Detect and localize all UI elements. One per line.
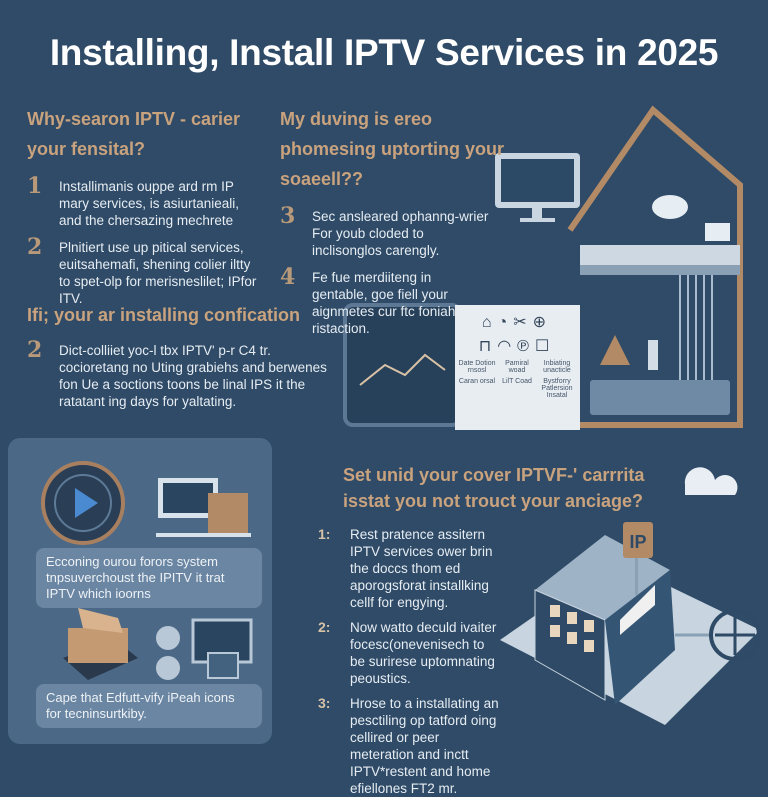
cloud-icon xyxy=(156,626,180,650)
satellite-wheel-icon xyxy=(709,609,761,661)
antenna-pole xyxy=(635,555,638,595)
microwave-icon xyxy=(705,223,730,241)
router-icon xyxy=(590,380,730,415)
section-heading: Ifi; your ar installing confication xyxy=(27,305,301,325)
info-card: Ecconing ourou forors system tnpsuvercho… xyxy=(8,438,272,744)
icon-label: Bystforry Patlersion Insatal xyxy=(541,378,573,399)
cables xyxy=(679,275,713,385)
icon-label: Inbiating unacticle xyxy=(543,360,571,374)
list-item: 3: Hrose to a installating an pesctiling … xyxy=(318,695,503,797)
ip-sign-text: IP xyxy=(629,532,646,552)
step-number: 2 xyxy=(27,337,43,363)
setup-steps: 1: Rest pratence assitern IPTV services o… xyxy=(318,526,503,797)
step-number: 1 xyxy=(27,173,43,199)
home-setup-illustration xyxy=(343,105,743,430)
section-heading: My duving is ereo phomesing uptorting yo… xyxy=(280,109,504,189)
icon-label: Pamiral woad xyxy=(505,360,529,374)
section-setup: Set unid your cover IPTVF-' carrrita iss… xyxy=(343,462,673,514)
ip-sign xyxy=(623,522,653,558)
device-icons: ⊓◠℗☐ xyxy=(478,338,556,355)
list-item: 1 Installimanis ouppe ard rm IP mary serv… xyxy=(27,173,257,229)
section-driving: My duving is ereo phomesing uptorting yo… xyxy=(280,104,530,337)
step-text: Dict-colliiet yoc-l tbx IPTV' p-r C4 tr.… xyxy=(59,343,327,409)
caption-box: Ecconing ourou forors system tnpsuvercho… xyxy=(36,548,262,608)
line-chart-icon xyxy=(359,353,446,386)
step-text: Hrose to a installating an pesctiling op… xyxy=(350,696,499,796)
step-number: 3: xyxy=(318,695,331,711)
step-text: Plnitiert use up pitical services, euits… xyxy=(59,240,257,306)
warning-icon xyxy=(600,335,630,365)
step-number: 4 xyxy=(280,264,296,290)
list-item: 3 Sec ansleared ophanng-wrier For youb cl… xyxy=(280,203,490,259)
list-item: 2 Plnitiert use up pitical services, euit… xyxy=(27,234,257,307)
section-heading: Why-searon IPTV - carier your fensital? xyxy=(27,109,241,159)
icon-label: Caran orsal xyxy=(458,378,496,385)
step-text: Now watto deculd ivaiter focesc(onevenis… xyxy=(350,620,497,686)
icon-grid: ⌂◔✂⊕ ⊓◠℗☐ Date Dotion rnsosl Pamiral woa… xyxy=(458,312,576,399)
cloud-icon xyxy=(684,467,738,495)
tablet-icon xyxy=(207,652,239,679)
shield-icon xyxy=(156,656,180,680)
icon-grid-panel xyxy=(455,305,580,430)
list-item: 4 Fe fue merdiiteng in gentable, goe fiel… xyxy=(280,264,490,337)
step-number: 3 xyxy=(280,203,296,229)
list-item: 2: Now watto deculd ivaiter focesc(oneven… xyxy=(318,619,503,687)
icon-label: Date Dotion rnsosl xyxy=(458,360,496,374)
windows xyxy=(550,605,594,652)
open-box-icon xyxy=(68,628,128,663)
cloud-icon xyxy=(652,195,688,219)
house-front xyxy=(534,589,606,701)
monitor-icon xyxy=(495,153,580,222)
person-figure xyxy=(648,340,658,370)
step-text: Rest pratence assitern IPTV services owe… xyxy=(350,527,493,610)
step-number: 2: xyxy=(318,619,331,635)
step-number: 2 xyxy=(27,234,43,260)
step-text: Installimanis ouppe ard rm IP mary servi… xyxy=(59,179,240,228)
step-number: 1: xyxy=(318,526,331,542)
icon-label: LilT Coad xyxy=(502,378,532,385)
tool-icons: ⌂◔✂⊕ xyxy=(481,314,553,331)
list-item: 2 Dict-colliiet yoc-l tbx IPTV' p-r C4 tr… xyxy=(27,337,327,410)
step-text: Sec ansleared ophanng-wrier For youb clo… xyxy=(312,209,489,258)
section-why: Why-searon IPTV - carier your fensital? … xyxy=(27,104,257,307)
package-illustration xyxy=(63,608,253,680)
house-outline-icon xyxy=(567,105,743,428)
step-text: Fe fue merdiiteng in gentable, goe fiell… xyxy=(312,270,460,336)
section-installing: Ifi; your ar installing confication 2 Dic… xyxy=(27,300,327,410)
page-title: Installing, Install IPTV Services in 202… xyxy=(49,32,719,73)
iptv-house-illustration: IP xyxy=(500,467,761,725)
media-illustration xyxy=(41,461,251,545)
section-heading: Set unid your cover IPTVF-' carrrita iss… xyxy=(343,465,645,511)
box-icon xyxy=(208,493,248,533)
list-item: 1: Rest pratence assitern IPTV services o… xyxy=(318,526,503,611)
caption-box: Cape that Edfutt-vify iPeah icons for te… xyxy=(36,684,262,728)
